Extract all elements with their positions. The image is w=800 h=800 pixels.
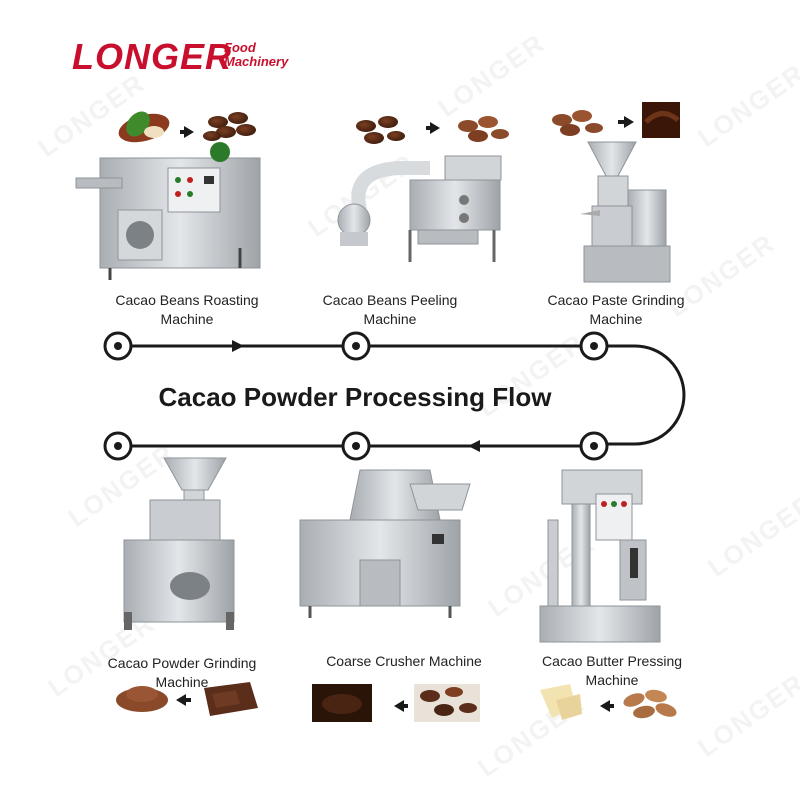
step-label-line2: Machine <box>160 311 214 327</box>
roasted-beans-icon <box>356 116 405 144</box>
logo-wordmark: LONGER <box>72 36 233 77</box>
cocoa-nibs-icon <box>623 689 677 719</box>
powder-grinder-icon <box>123 457 235 630</box>
step-label-powder-grinding: Cacao Powder Grinding Machine <box>92 654 272 692</box>
arrow-shaft <box>618 120 625 124</box>
arrow-left-icon <box>176 694 186 706</box>
flow-title: Cacao Powder Processing Flow <box>158 382 552 412</box>
flow-node <box>579 431 609 461</box>
arrow-shaft <box>426 126 432 130</box>
step-label-line2: Machine <box>155 674 209 690</box>
arrow-right-icon <box>430 122 440 134</box>
coarse-crusher-icon <box>299 469 471 618</box>
flow-node <box>103 331 133 361</box>
step-label-line2: Machine <box>363 311 417 327</box>
step-label-roasting: Cacao Beans Roasting Machine <box>92 291 282 329</box>
arrow-shaft <box>608 704 614 708</box>
peeling-machine-icon <box>337 155 502 262</box>
step-label-line1: Cacao Powder Grinding <box>107 655 257 671</box>
peeled-nibs-icon <box>552 110 603 136</box>
cocoa-cake-icon <box>204 682 258 716</box>
cocoa-butter-icon <box>540 684 582 720</box>
logo-subtitle-line1: Food <box>224 40 256 55</box>
roasting-machine-icon <box>75 142 261 280</box>
arrow-left-icon <box>394 700 404 712</box>
peeled-nibs-icon <box>458 116 509 142</box>
step-label-line2: Machine <box>585 672 639 688</box>
cocoa-powder-icon <box>116 686 168 712</box>
flow-node <box>341 331 371 361</box>
step-label-line1: Coarse Crusher Machine <box>326 653 482 669</box>
roasted-beans-icon <box>203 112 256 141</box>
arrow-right-icon <box>184 126 194 138</box>
paste-grinder-icon <box>580 141 671 283</box>
step-label-coarse-crusher: Coarse Crusher Machine <box>310 652 498 671</box>
raw-cacao-pod-icon <box>118 111 170 143</box>
arrow-right-icon <box>624 116 634 128</box>
step-label-line2: Machine <box>589 311 643 327</box>
logo-subtitle-line2: Machinery <box>224 54 289 69</box>
step-label-paste-grinding: Cacao Paste Grinding Machine <box>528 291 704 329</box>
step-label-line1: Cacao Beans Peeling <box>322 292 458 308</box>
logo-subtitle: Food Machinery <box>224 41 304 69</box>
step-label-butter-pressing: Cacao Butter Pressing Machine <box>524 652 700 690</box>
flow-arrow-right <box>232 340 244 352</box>
arrow-shaft <box>402 704 408 708</box>
cacao-paste-icon <box>642 102 680 138</box>
arrow-left-icon <box>600 700 610 712</box>
step-label-line1: Cacao Paste Grinding <box>547 292 685 308</box>
flow-node <box>579 331 609 361</box>
flow-node <box>103 431 133 461</box>
flow-arrow-left <box>468 440 480 452</box>
step-label-peeling: Cacao Beans Peeling Machine <box>300 291 480 329</box>
cocoa-pieces-icon <box>414 684 480 722</box>
step-label-line1: Cacao Butter Pressing <box>541 653 683 669</box>
flow-node <box>341 431 371 461</box>
step-label-line1: Cacao Beans Roasting <box>115 292 259 308</box>
arrow-shaft <box>184 698 191 702</box>
arrow-shaft <box>180 130 186 134</box>
butter-press-icon <box>539 469 661 643</box>
ground-powder-icon <box>312 684 372 722</box>
